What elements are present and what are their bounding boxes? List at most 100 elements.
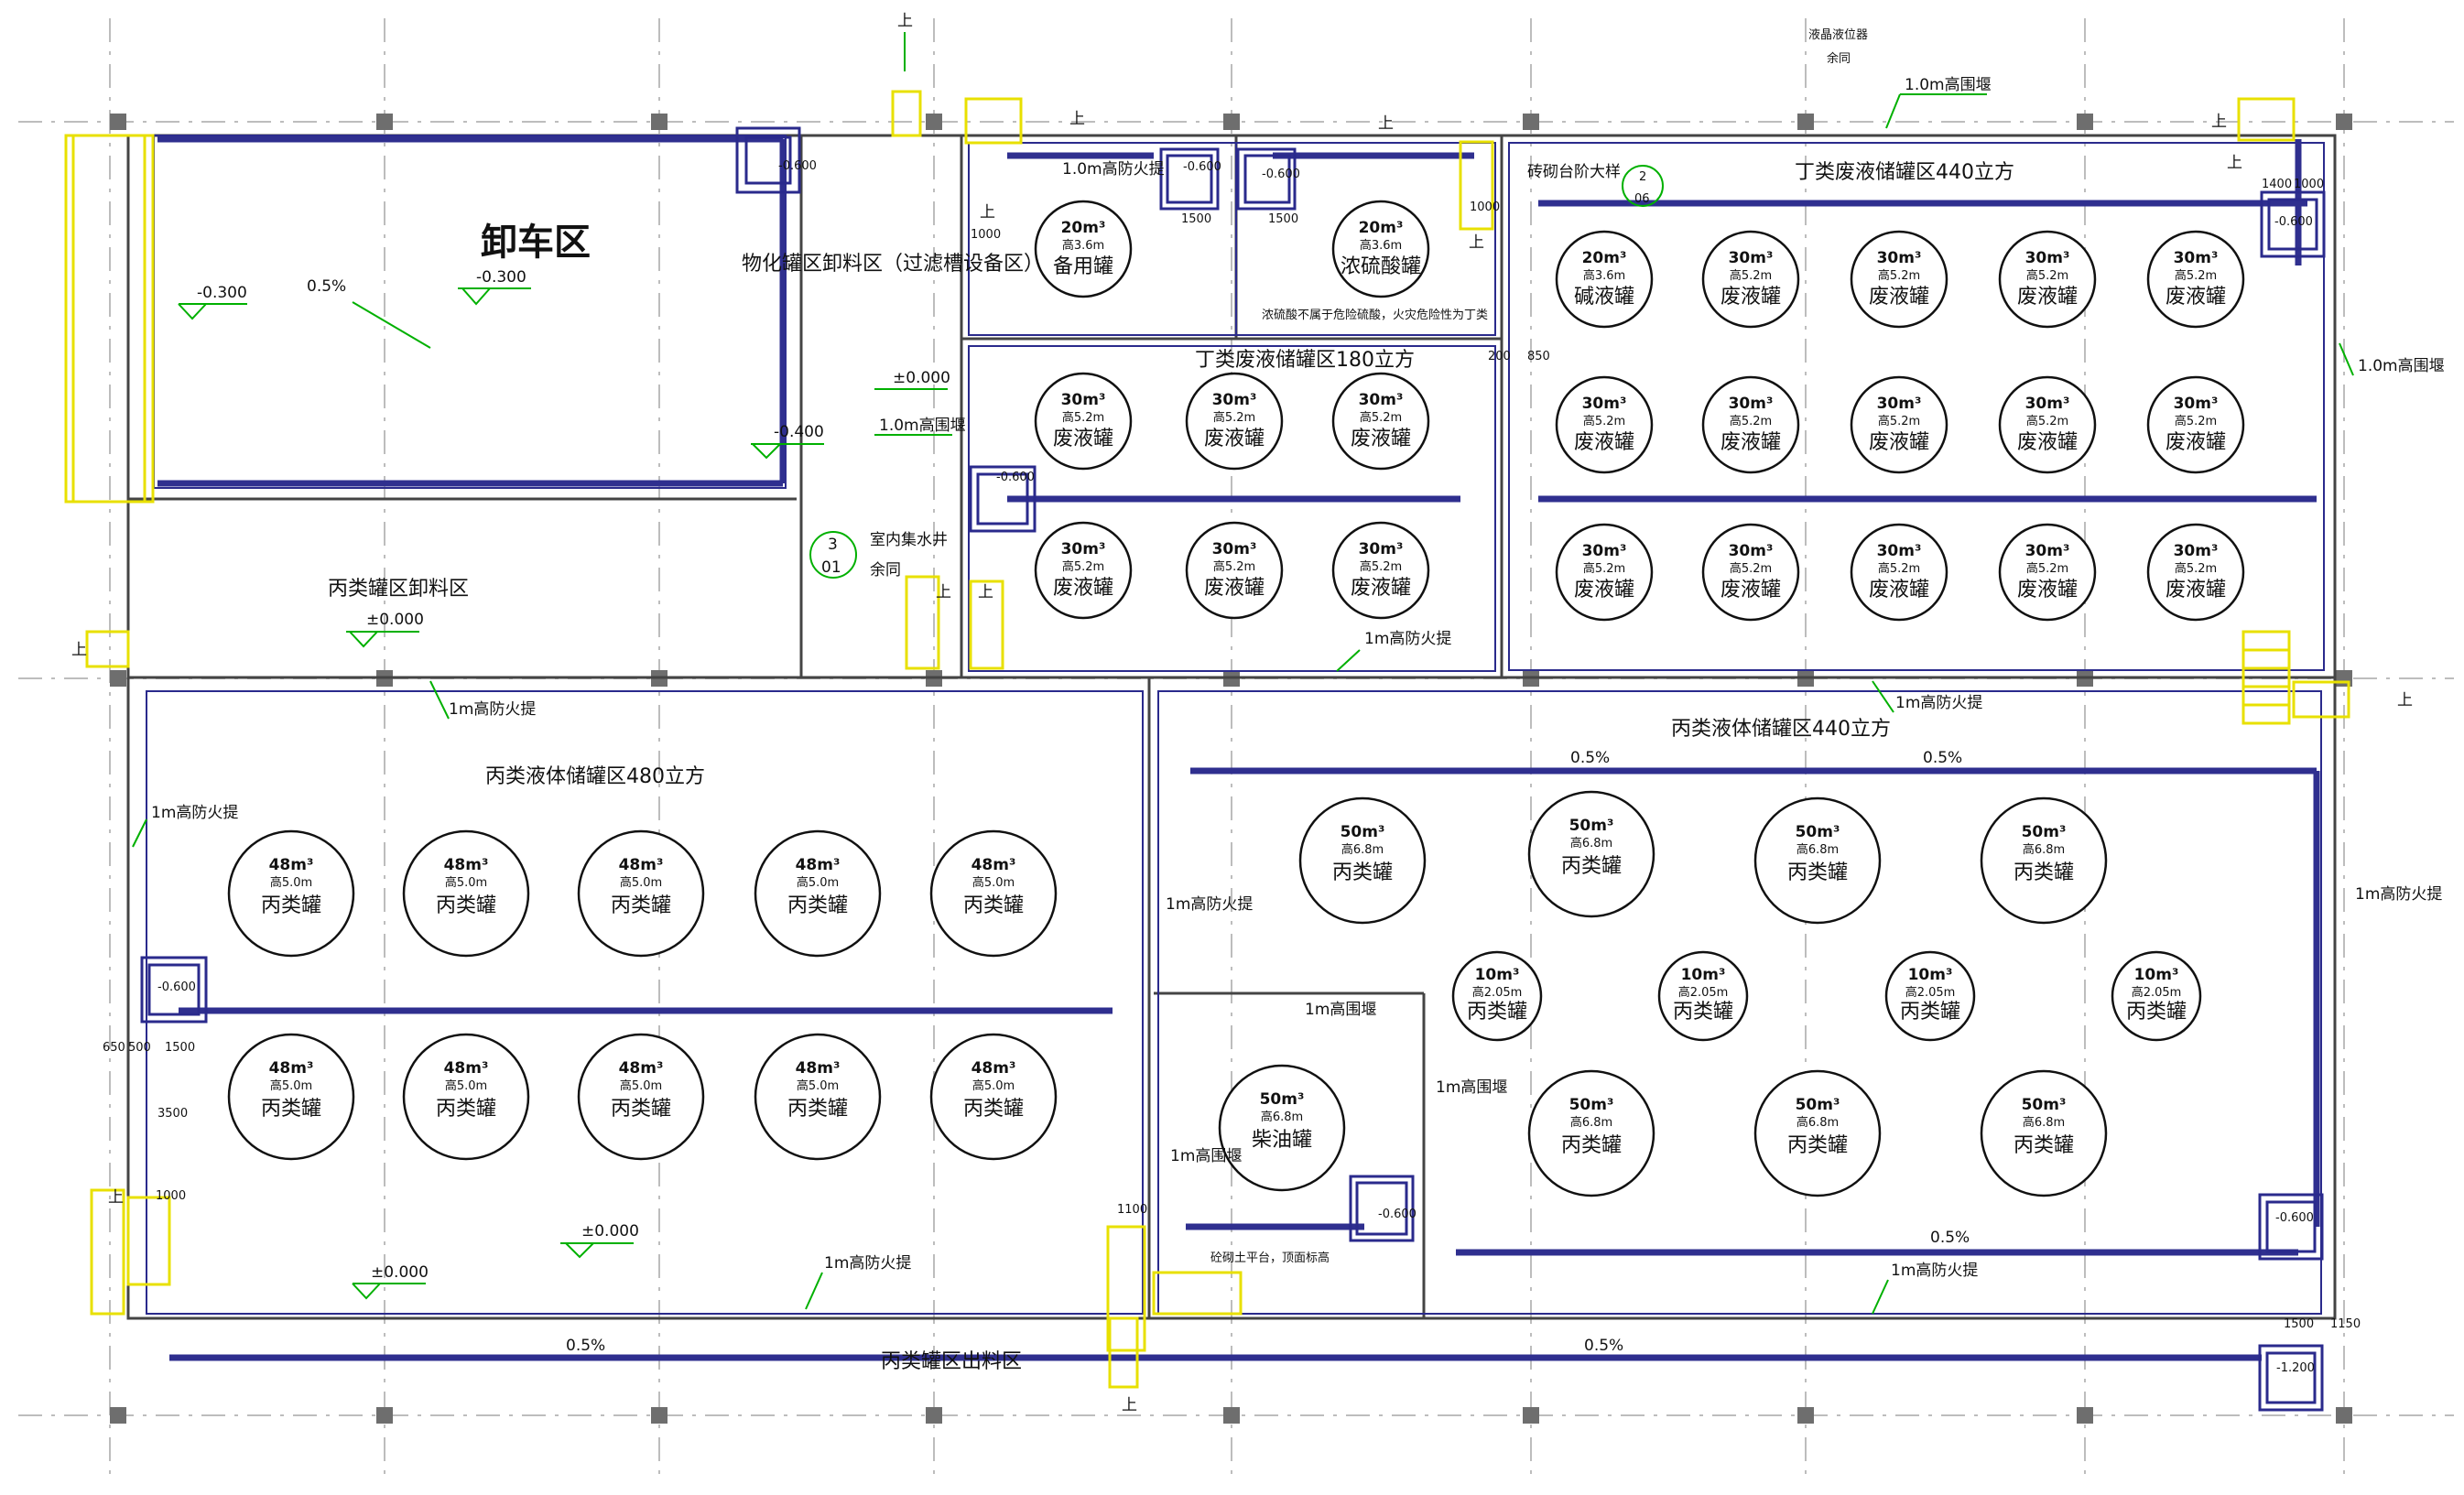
drainage-trenches bbox=[157, 135, 2320, 1361]
svg-text:-0.600: -0.600 bbox=[157, 980, 196, 994]
svg-text:废液罐: 废液罐 bbox=[2165, 579, 2226, 601]
svg-text:高3.6m: 高3.6m bbox=[1360, 238, 1402, 253]
detail-sheet: 01 bbox=[821, 558, 841, 577]
area-unloading-truck: 卸车区 bbox=[481, 222, 591, 264]
svg-text:高5.0m: 高5.0m bbox=[797, 875, 839, 890]
slope-440-b: 0.5% bbox=[1923, 749, 1962, 767]
up-11: 上 bbox=[2397, 691, 2413, 710]
svg-text:高2.05m: 高2.05m bbox=[2132, 985, 2182, 1000]
svg-text:高5.2m: 高5.2m bbox=[2026, 561, 2068, 576]
svg-text:50m³: 50m³ bbox=[1569, 817, 1614, 835]
label-bund-diesel-left: 1m高围堰 bbox=[1170, 1147, 1242, 1165]
label-firewall-440-bottom: 1m高防火提 bbox=[1891, 1262, 1978, 1280]
elev-unload-sump: -0.400 bbox=[774, 423, 824, 441]
svg-text:30m³: 30m³ bbox=[1212, 391, 1257, 409]
svg-text:高6.8m: 高6.8m bbox=[1570, 836, 1612, 850]
detail-no: 3 bbox=[828, 536, 838, 554]
svg-text:30m³: 30m³ bbox=[1877, 542, 1922, 560]
svg-text:丙类罐: 丙类罐 bbox=[1787, 861, 1848, 884]
svg-text:柴油罐: 柴油罐 bbox=[1252, 1129, 1312, 1152]
elevation-markers: -0.300 0.5% -0.300 -0.400 ±0.000 ±0.000 … bbox=[178, 268, 1970, 1355]
detail-b-sheet: 06 bbox=[1634, 192, 1650, 206]
svg-text:30m³: 30m³ bbox=[2174, 395, 2219, 413]
svg-text:48m³: 48m³ bbox=[796, 1059, 841, 1078]
slope-outlet-b: 0.5% bbox=[1584, 1337, 1623, 1355]
tank-spare: 20m³ 高3.6m 备用罐 bbox=[1034, 200, 1133, 298]
svg-text:高5.2m: 高5.2m bbox=[1730, 268, 1772, 283]
label-firewall-480-top: 1m高防火提 bbox=[449, 700, 536, 719]
sump-labels: -0.600 -0.600 -0.600 -0.600 -0.600 -0.60… bbox=[157, 159, 2315, 1375]
up-2: 上 bbox=[1069, 110, 1085, 128]
svg-text:高5.2m: 高5.2m bbox=[1878, 414, 1920, 428]
svg-text:30m³: 30m³ bbox=[1359, 391, 1404, 409]
svg-text:30m³: 30m³ bbox=[1877, 249, 1922, 267]
svg-text:废液罐: 废液罐 bbox=[1574, 431, 1634, 454]
svg-text:1400: 1400 bbox=[2262, 178, 2292, 191]
svg-text:30m³: 30m³ bbox=[2025, 395, 2070, 413]
up-13: 上 bbox=[1122, 1396, 1137, 1414]
svg-text:48m³: 48m³ bbox=[269, 1059, 314, 1078]
svg-text:高5.2m: 高5.2m bbox=[1062, 559, 1104, 574]
svg-text:10m³: 10m³ bbox=[1475, 966, 1520, 984]
svg-text:高5.2m: 高5.2m bbox=[2026, 414, 2068, 428]
svg-text:30m³: 30m³ bbox=[2174, 249, 2219, 267]
svg-text:30m³: 30m³ bbox=[2025, 542, 2070, 560]
svg-text:650: 650 bbox=[103, 1041, 125, 1055]
label-sulfuric-note: 浓硫酸不属于危险硫酸，火灾危险性为丁类 bbox=[1262, 308, 1488, 322]
svg-text:-0.600: -0.600 bbox=[996, 471, 1035, 484]
svg-text:废液罐: 废液罐 bbox=[1053, 428, 1113, 450]
label-level-meter: 液晶液位器 bbox=[1808, 28, 1868, 42]
svg-text:3500: 3500 bbox=[157, 1107, 188, 1121]
svg-text:高5.2m: 高5.2m bbox=[1583, 561, 1625, 576]
svg-text:50m³: 50m³ bbox=[1569, 1096, 1614, 1114]
label-bund-mid: 1.0m高围堰 bbox=[879, 417, 966, 435]
sumps bbox=[140, 126, 2326, 1412]
svg-text:高5.2m: 高5.2m bbox=[2026, 268, 2068, 283]
svg-text:20m³: 20m³ bbox=[1582, 249, 1627, 267]
svg-text:高6.8m: 高6.8m bbox=[1261, 1110, 1303, 1124]
svg-text:50m³: 50m³ bbox=[1341, 823, 1385, 841]
svg-text:高5.2m: 高5.2m bbox=[2175, 268, 2217, 283]
svg-text:高6.8m: 高6.8m bbox=[1796, 842, 1839, 857]
svg-text:高5.2m: 高5.2m bbox=[1730, 561, 1772, 576]
svg-text:-0.600: -0.600 bbox=[1183, 160, 1221, 174]
svg-text:高6.8m: 高6.8m bbox=[1796, 1115, 1839, 1130]
svg-text:丙类罐: 丙类罐 bbox=[1561, 1134, 1622, 1157]
svg-text:高5.0m: 高5.0m bbox=[620, 1078, 662, 1093]
svg-text:48m³: 48m³ bbox=[444, 1059, 489, 1078]
svg-text:丙类罐: 丙类罐 bbox=[2126, 1001, 2187, 1024]
up-12: 上 bbox=[108, 1188, 124, 1207]
up-1: 上 bbox=[897, 12, 913, 30]
area-class-c-outlet: 丙类罐区出料区 bbox=[881, 1350, 1022, 1373]
label-same-as: 余同 bbox=[870, 561, 901, 580]
svg-text:丙类罐: 丙类罐 bbox=[2014, 1134, 2074, 1157]
svg-text:废液罐: 废液罐 bbox=[1351, 577, 1411, 600]
svg-text:高5.2m: 高5.2m bbox=[1213, 559, 1255, 574]
svg-text:丙类罐: 丙类罐 bbox=[436, 894, 496, 917]
svg-text:50m³: 50m³ bbox=[1260, 1090, 1305, 1109]
area-waste-d440: 丁类废液储罐区440立方 bbox=[1795, 161, 2014, 184]
svg-text:10m³: 10m³ bbox=[2134, 966, 2179, 984]
label-sump: 室内集水井 bbox=[870, 531, 948, 549]
svg-text:丙类罐: 丙类罐 bbox=[261, 894, 321, 917]
slope-unload: 0.5% bbox=[307, 277, 346, 296]
svg-text:30m³: 30m³ bbox=[1359, 540, 1404, 558]
